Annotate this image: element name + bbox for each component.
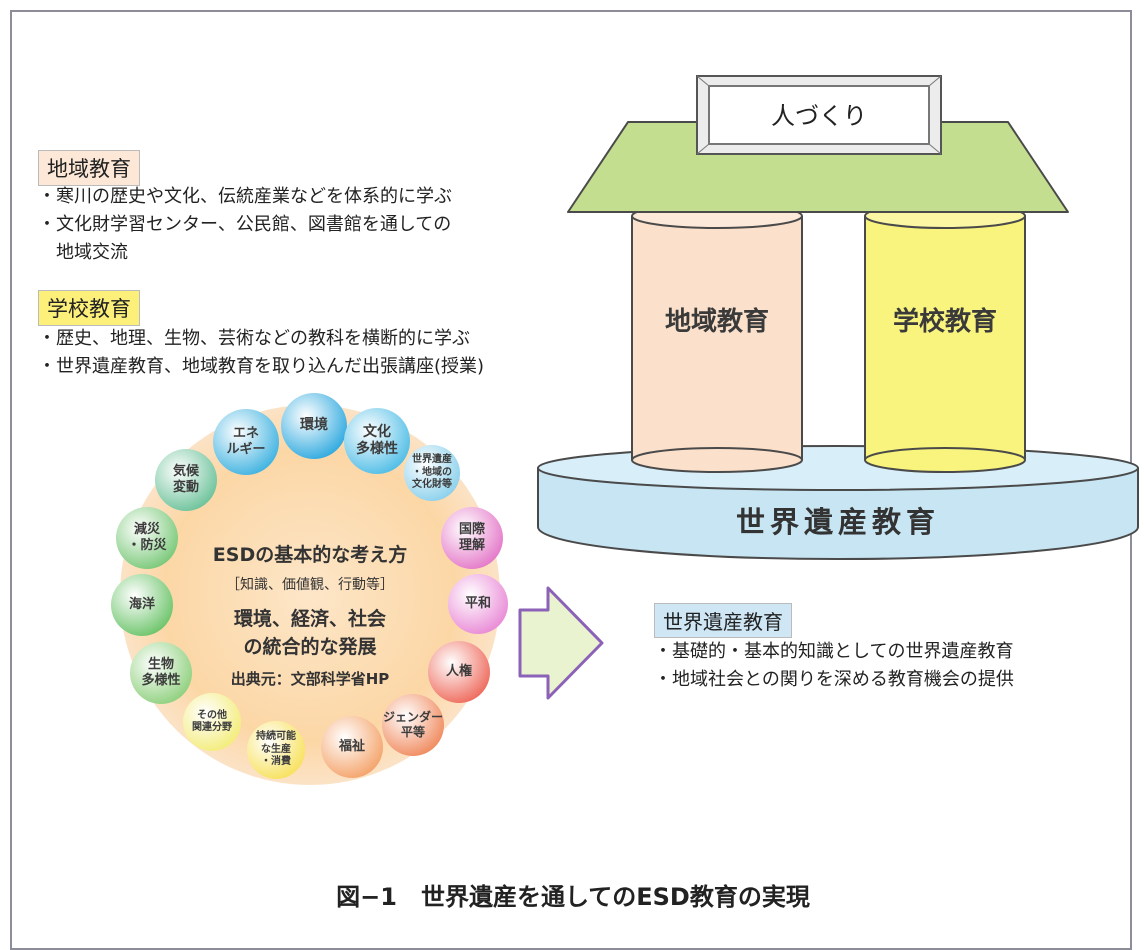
pillar-left-label: 地域教育	[665, 306, 769, 337]
roof-sign-inner	[708, 85, 930, 145]
heritage-bullet-2: ・地域社会との関りを深める教育機会の提供	[654, 669, 1014, 690]
school-bullet-2: ・世界遺産教育、地域教育を取り込んだ出張講座(授業)	[38, 356, 485, 377]
bubble-disaster-reduction: 減災 ・防災	[116, 507, 178, 569]
bubble-human-rights: 人権	[428, 641, 490, 703]
bubble-env: 環境	[281, 393, 347, 459]
pillar-right-body	[865, 216, 1025, 460]
roof-sign-label: 人づくり	[771, 102, 867, 130]
school-bullet-1: ・歴史、地理、生物、芸術などの教科を横断的に学ぶ	[38, 328, 470, 349]
bubble-energy: エネ ルギー	[213, 409, 279, 475]
school-education-tag: 学校教育	[38, 290, 140, 326]
heritage-education-tag: 世界遺産教育	[654, 603, 792, 638]
pillar-left-body	[632, 216, 802, 460]
region-bullet-3: 地域交流	[38, 242, 128, 263]
bubble-biodiversity: 生物 多様性	[130, 642, 192, 704]
esd-source: 出典元：文部科学省HP	[230, 670, 390, 688]
figure-caption: 図−1 世界遺産を通してのESD教育の実現	[336, 883, 810, 911]
region-bullet-1: ・寒川の歴史や文化、伝統産業などを体系的に学ぶ	[38, 186, 452, 207]
bubble-gender-equality: ジェンダー 平等	[382, 694, 444, 756]
esd-line-2: の統合的な発展	[243, 636, 377, 658]
bubble-ocean: 海洋	[111, 574, 173, 636]
pillar-right-label: 学校教育	[893, 306, 997, 337]
roof	[567, 121, 1069, 213]
esd-title: ESDの基本的な考え方	[212, 544, 408, 566]
right-arrow	[518, 586, 604, 700]
bubble-climate-change: 気候 変動	[155, 449, 217, 511]
bubble-peace: 平和	[448, 574, 508, 634]
bubble-culture-diversity: 文化 多様性	[344, 408, 410, 474]
bubble-world-heritage: 世界遺産 ・地域の 文化財等	[404, 445, 460, 501]
heritage-bullet-1: ・基礎的・基本的知識としての世界遺産教育	[654, 641, 1014, 662]
bubble-other-fields: その他 関連分野	[183, 693, 241, 751]
bubble-welfare: 福祉	[321, 716, 383, 778]
bubble-sustainable-production: 持続可能 な生産 ・消費	[247, 721, 305, 779]
region-bullet-2: ・文化財学習センター、公民館、図書館を通しての	[38, 214, 452, 235]
esd-subtitle: ［知識、価値観、行動等］	[226, 577, 394, 593]
esd-center-disc	[120, 405, 500, 785]
esd-line-1: 環境、経済、社会	[233, 608, 386, 630]
base-label: 世界遺産教育	[736, 505, 940, 539]
region-education-tag: 地域教育	[38, 150, 140, 186]
bubble-intl-understanding: 国際 理解	[441, 507, 503, 569]
